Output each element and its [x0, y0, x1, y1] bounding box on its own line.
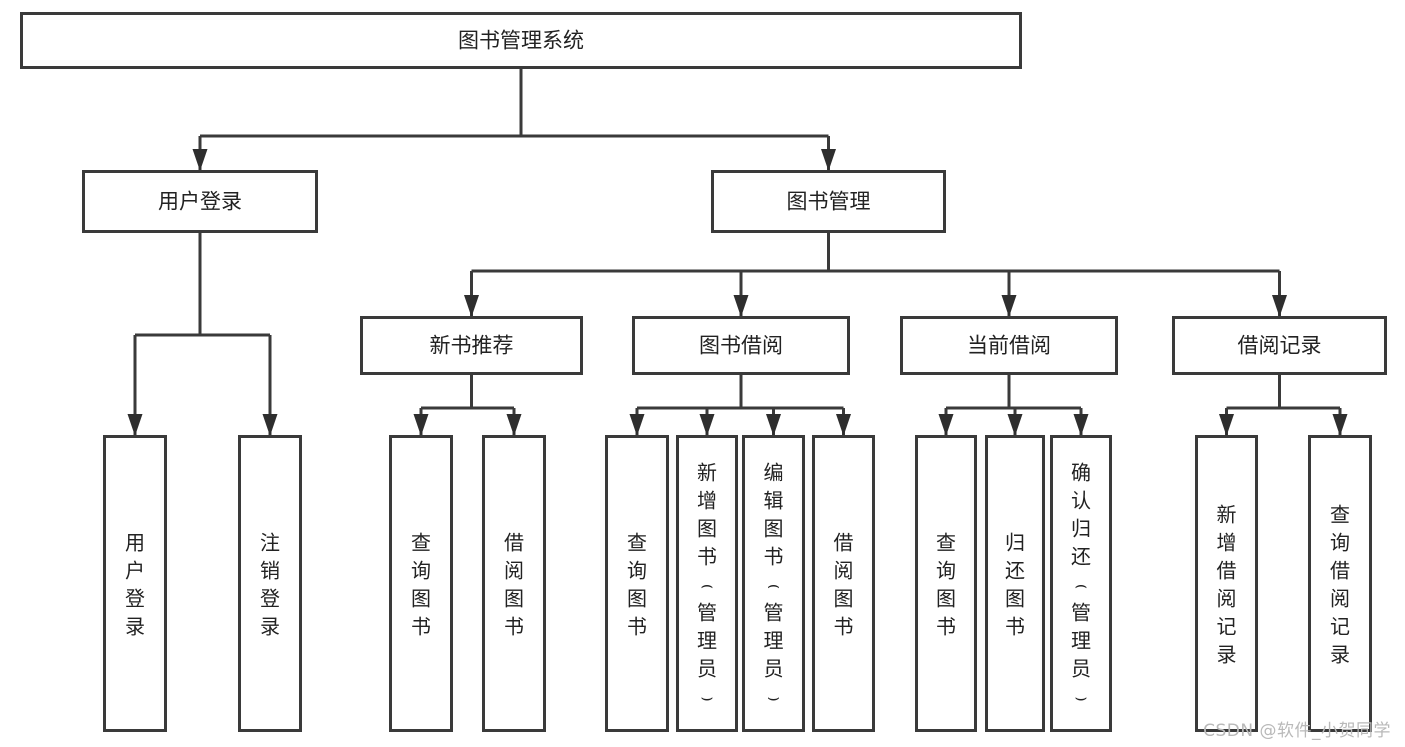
node-label: 查询借阅记录: [1330, 502, 1350, 666]
node-leaf-leaf-return-book[interactable]: 归还图书: [985, 435, 1045, 732]
connector-edge-cb-to-leaves: [938, 375, 1089, 436]
arrow-head-icon: [127, 414, 143, 436]
connector-edge-nbr-to-leaves: [413, 375, 522, 436]
arrow-head-icon: [938, 414, 954, 436]
node-label: 编辑图书⌢管理员⌣: [764, 460, 784, 708]
node-level3-book-borrow[interactable]: 图书借阅: [632, 316, 850, 375]
node-box[interactable]: [82, 170, 318, 233]
node-label: 新增图书⌢管理员⌣: [697, 460, 717, 708]
node-label: 图书管理: [787, 190, 871, 214]
connectors-layer: [127, 69, 1348, 436]
arrow-head-icon: [464, 295, 479, 317]
node-leaf-leaf-confirm-return[interactable]: 确认归还⌢管理员⌣: [1050, 435, 1112, 732]
node-label: 当前借阅: [967, 334, 1051, 358]
arrow-head-icon: [699, 414, 715, 436]
node-label: 查询图书: [411, 530, 431, 638]
node-leaf-leaf-query-book-cb[interactable]: 查询图书: [915, 435, 977, 732]
arrow-head-icon: [733, 295, 749, 317]
arrow-head-icon: [413, 414, 429, 436]
arrow-head-icon: [262, 414, 278, 436]
node-box[interactable]: [1172, 316, 1387, 375]
connector-edge-bb-to-leaves: [629, 375, 851, 436]
node-box[interactable]: [711, 170, 946, 233]
node-label: 查询图书: [627, 530, 647, 638]
node-box[interactable]: [238, 435, 302, 732]
node-label: 用户登录: [125, 530, 145, 638]
node-leaf-leaf-add-record[interactable]: 新增借阅记录: [1195, 435, 1258, 732]
arrow-head-icon: [1272, 295, 1287, 317]
node-leaf-leaf-query-record[interactable]: 查询借阅记录: [1308, 435, 1372, 732]
node-box[interactable]: [20, 12, 1022, 69]
node-box[interactable]: [676, 435, 738, 732]
arrow-head-icon: [1007, 414, 1023, 436]
watermark-label: CSDN @软件_小贺同学: [1203, 721, 1391, 741]
node-box[interactable]: [900, 316, 1118, 375]
node-label: 归还图书: [1005, 530, 1025, 638]
node-box[interactable]: [812, 435, 875, 732]
node-leaf-leaf-query-book-bb[interactable]: 查询图书: [605, 435, 669, 732]
arrow-head-icon: [766, 414, 781, 436]
node-box[interactable]: [389, 435, 453, 732]
node-leaf-leaf-borrow-book-nbr[interactable]: 借阅图书: [482, 435, 546, 732]
nodes-layer: 图书管理系统用户登录图书管理新书推荐图书借阅当前借阅借阅记录用户登录注销登录查询…: [20, 12, 1387, 732]
node-label: 确认归还⌢管理员⌣: [1071, 460, 1091, 708]
connector-edge-bm-to-level3: [464, 233, 1287, 317]
arrow-head-icon: [836, 414, 851, 436]
node-box[interactable]: [985, 435, 1045, 732]
node-leaf-leaf-query-book-nbr[interactable]: 查询图书: [389, 435, 453, 732]
node-label: 借阅图书: [504, 530, 524, 638]
node-level3-new-book-recommend[interactable]: 新书推荐: [360, 316, 583, 375]
connector-edge-ul-to-leaves: [127, 233, 278, 436]
node-label: 借阅图书: [834, 530, 854, 638]
connector-edge-br-to-leaves: [1219, 375, 1348, 436]
node-leaf-leaf-add-book[interactable]: 新增图书⌢管理员⌣: [676, 435, 738, 732]
node-label: 借阅记录: [1238, 334, 1322, 358]
node-box[interactable]: [482, 435, 546, 732]
node-box[interactable]: [605, 435, 669, 732]
arrow-head-icon: [1332, 414, 1348, 436]
node-label: 新增借阅记录: [1217, 502, 1237, 666]
node-leaf-leaf-edit-book[interactable]: 编辑图书⌢管理员⌣: [742, 435, 805, 732]
arrow-head-icon: [629, 414, 645, 436]
node-box[interactable]: [360, 316, 583, 375]
node-label: 图书管理系统: [458, 29, 584, 53]
node-label: 查询图书: [936, 530, 956, 638]
node-level2-book-manage[interactable]: 图书管理: [711, 170, 946, 233]
node-label: 图书借阅: [699, 334, 783, 358]
node-label: 用户登录: [158, 190, 242, 214]
node-label: 新书推荐: [430, 334, 514, 358]
arrow-head-icon: [506, 414, 522, 436]
arrow-head-icon: [1219, 414, 1234, 436]
arrow-head-icon: [1001, 295, 1017, 317]
arrow-head-icon: [821, 149, 836, 171]
node-box[interactable]: [1195, 435, 1258, 732]
node-box[interactable]: [103, 435, 167, 732]
node-box[interactable]: [632, 316, 850, 375]
arrow-head-icon: [1073, 414, 1089, 436]
node-leaf-leaf-borrow-book-bb[interactable]: 借阅图书: [812, 435, 875, 732]
node-leaf-leaf-user-login[interactable]: 用户登录: [103, 435, 167, 732]
connector-edge-root-to-level2: [192, 69, 836, 171]
node-label: 注销登录: [260, 530, 280, 638]
node-box[interactable]: [1308, 435, 1372, 732]
node-level3-current-borrow[interactable]: 当前借阅: [900, 316, 1118, 375]
node-level3-borrow-record[interactable]: 借阅记录: [1172, 316, 1387, 375]
node-level2-user-login[interactable]: 用户登录: [82, 170, 318, 233]
node-root-root[interactable]: 图书管理系统: [20, 12, 1022, 69]
node-box[interactable]: [1050, 435, 1112, 732]
node-leaf-leaf-logout-login[interactable]: 注销登录: [238, 435, 302, 732]
node-box[interactable]: [915, 435, 977, 732]
node-box[interactable]: [742, 435, 805, 732]
arrow-head-icon: [192, 149, 208, 171]
